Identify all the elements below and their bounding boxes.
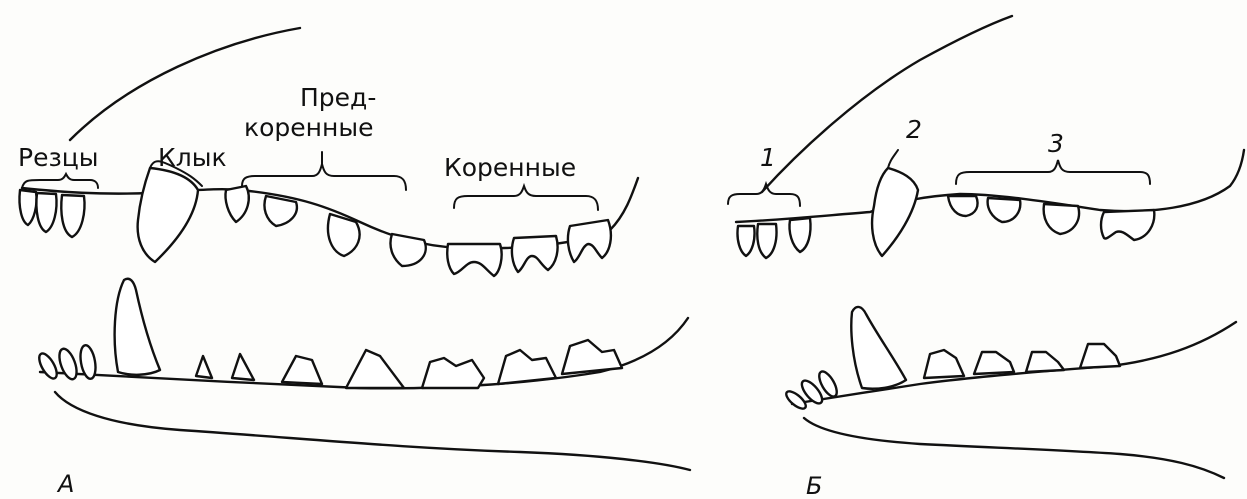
panel-a-upper-incisor-1 [19, 190, 36, 225]
panel-a-upper-molar-3 [568, 220, 611, 262]
panel-b-canine-brace [888, 150, 898, 168]
label-number-2: 2 [906, 115, 922, 144]
panel-a-jaw-underside [55, 392, 690, 470]
panel-b-incisors-brace [728, 184, 800, 206]
panel-a-letter: А [56, 470, 74, 498]
label-premolars-line1: Пред- [300, 83, 376, 112]
panel-a-lower-molar-2 [498, 350, 556, 384]
panel-a-upper-molar-1 [447, 244, 501, 276]
panel-b-lower-cheek-tooth-2 [974, 352, 1014, 374]
panel-b-lower-cheek-tooth-4 [1080, 344, 1120, 368]
panel-b-lower-canine [851, 307, 906, 389]
panel-b-letter: Б [806, 472, 822, 499]
panel-a-premolars-brace [242, 164, 406, 190]
panel-b-upper-cheek-tooth-1 [948, 196, 978, 216]
panel-b-upper-incisor-1 [737, 226, 754, 256]
panel-b-upper-incisor-3 [789, 218, 810, 252]
panel-a-upper-canine [138, 168, 198, 262]
label-canine: Клык [158, 143, 227, 172]
panel-b-upper-cheek-tooth-4 [1101, 210, 1154, 240]
panel-b-jaw-underside [804, 418, 1224, 478]
panel-b-lower-cheek-tooth-3 [1026, 352, 1064, 372]
panel-a-upper-incisor-3 [61, 195, 84, 237]
panel-a-upper-premolar-2 [264, 196, 296, 226]
panel-a-incisors-brace [22, 174, 98, 188]
panel-b-upper-cheek-tooth-2 [988, 198, 1021, 222]
panel-a-upper-molar-2 [512, 236, 558, 272]
panel-a: Резцы Клык Пред- коренные Коренные А [18, 28, 690, 498]
panel-a-lower-premolar-1 [196, 356, 212, 378]
panel-a-lower-premolar-2 [232, 354, 254, 380]
panel-a-lower-molar-1 [422, 358, 484, 388]
panel-a-lower-incisor-2 [56, 347, 80, 382]
panel-b-skull-outline [762, 16, 1012, 192]
panel-a-upper-premolar-4 [390, 234, 425, 266]
panel-b-upper-incisor-2 [757, 224, 776, 258]
panel-b-upper-cheek-tooth-3 [1044, 204, 1079, 234]
label-incisors: Резцы [18, 143, 99, 172]
label-number-3: 3 [1048, 129, 1064, 158]
label-premolars-line2: коренные [244, 113, 373, 142]
label-number-1: 1 [760, 143, 776, 172]
panel-b-cheek-teeth-brace [956, 160, 1150, 184]
panel-a-upper-incisor-2 [36, 193, 56, 232]
panel-a-lower-premolar-3 [282, 356, 322, 384]
panel-a-lower-premolar-4 [346, 350, 404, 388]
panel-b-lower-cheek-tooth-1 [924, 350, 964, 378]
panel-a-lower-canine [115, 279, 160, 375]
panel-a-lower-incisor-1 [36, 351, 60, 381]
panel-b: 1 2 3 Б [728, 16, 1244, 499]
panel-b-upper-canine [872, 168, 918, 256]
panel-a-molars-brace [454, 186, 598, 210]
panel-a-lower-molar-3 [562, 340, 622, 374]
panel-a-upper-premolar-1 [225, 186, 248, 222]
label-molars: Коренные [444, 153, 576, 182]
